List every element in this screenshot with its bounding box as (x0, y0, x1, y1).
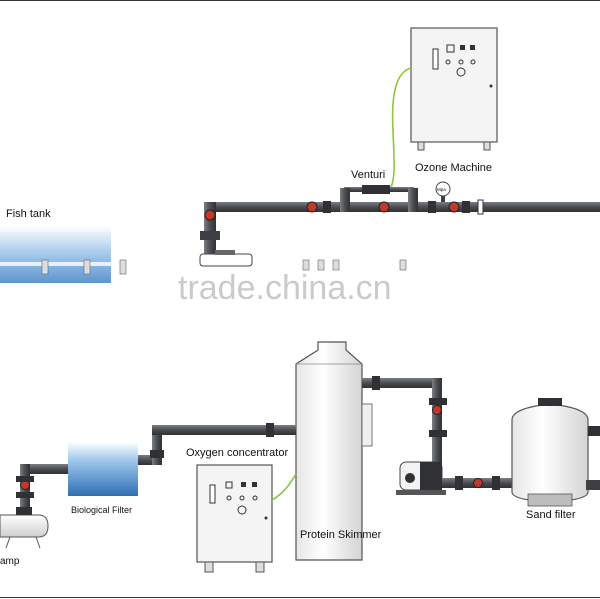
ozone-tube (389, 67, 412, 191)
protein-skimmer-label: Protein Skimmer (300, 529, 382, 541)
circulation-pump (396, 461, 446, 495)
skimmer-to-pump-pipe (362, 376, 447, 476)
venturi-label: Venturi (351, 169, 385, 181)
ozone-machine-label: Ozone Machine (415, 162, 492, 174)
top-main-pipe (204, 188, 600, 254)
top-valves (200, 199, 484, 240)
fish-tank (0, 226, 407, 283)
fish-tank-label: Fish tank (6, 208, 51, 220)
sand-filter-label: Sand filter (526, 509, 576, 521)
oxygen-concentrator-label: Oxygen concentrator (186, 447, 288, 459)
pump-label-partial: amp (0, 556, 20, 567)
pump-to-sandfilter-pipe (442, 476, 514, 490)
venturi-injector (344, 185, 414, 194)
ozone-machine (410, 27, 498, 151)
biofilter-to-skimmer-pipe (138, 423, 296, 465)
biological-filter (68, 442, 138, 496)
gauge-label: Mpa (437, 187, 446, 192)
biological-filter-label: Biological Filter (71, 505, 132, 515)
pump-to-biofilter-pipe (16, 464, 68, 510)
sand-filter (511, 398, 600, 507)
watermark: trade.china.cn (178, 269, 392, 307)
top-pump (199, 250, 253, 267)
protein-skimmer (295, 341, 373, 561)
bottom-left-pump (0, 507, 49, 549)
oxygen-tube (271, 473, 297, 501)
oxygen-concentrator (196, 464, 273, 573)
pressure-gauge: Mpa (435, 181, 451, 202)
